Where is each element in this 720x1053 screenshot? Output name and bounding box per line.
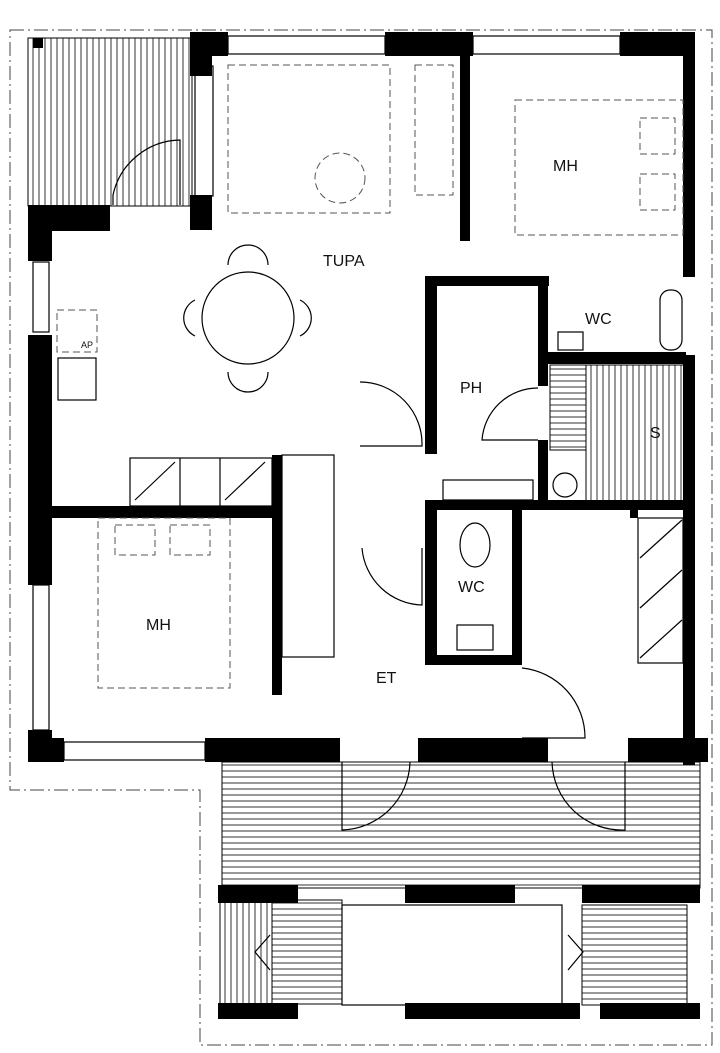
stair-arrow [254, 934, 271, 971]
sauna-hatch [585, 364, 687, 504]
landing [341, 904, 563, 1006]
stairs-right [581, 904, 688, 1006]
room-label-wc-top: WC [585, 311, 612, 328]
stairs-step [219, 899, 273, 1005]
room-label-mh-left: MH [146, 617, 171, 634]
room-label-et: ET [376, 670, 397, 687]
room-label-s: S [650, 425, 661, 442]
room-label-mh-top: MH [553, 158, 578, 175]
terrace-hatch [221, 761, 701, 889]
furniture [56, 64, 684, 689]
stair-arrow [567, 934, 584, 971]
doors [112, 139, 626, 831]
label-ap: AP [81, 340, 93, 350]
balcony-corner [33, 38, 43, 48]
walls [28, 32, 708, 1019]
plot-boundary [9, 29, 713, 1046]
sauna-bench [549, 364, 587, 451]
balcony-hatch [27, 37, 193, 207]
room-label-wc-center: WC [458, 579, 485, 596]
room-label-tupa: TUPA [323, 253, 365, 270]
windows [32, 35, 621, 761]
room-label-ph: PH [460, 380, 482, 397]
stairs-left [271, 899, 343, 1005]
